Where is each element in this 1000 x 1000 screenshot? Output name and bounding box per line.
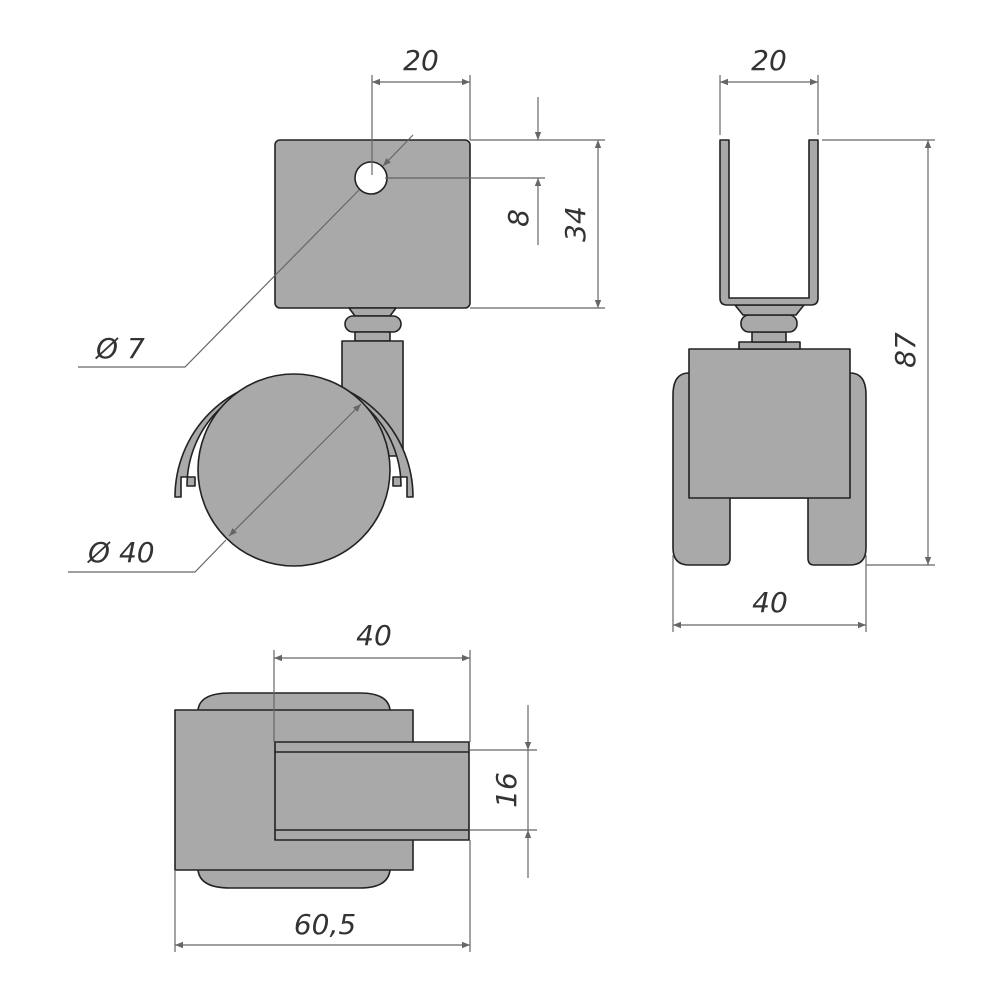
swivel-neck: [354, 331, 391, 342]
bracket-top: [274, 741, 470, 841]
dim-wheel-diameter: Ø 40: [87, 536, 155, 569]
mounting-hole: [354, 161, 388, 195]
swivel-plate: [738, 341, 801, 350]
dim-plate-height: 34: [559, 206, 592, 242]
swivel-collar-front: [740, 314, 798, 333]
dim-bracket-length: 40: [356, 619, 392, 652]
dim-total-length: 60,5: [294, 908, 356, 941]
dim-top-width: 20: [403, 44, 439, 77]
u-bracket: [719, 139, 819, 306]
fork-body: [688, 348, 851, 499]
side-view: [174, 139, 471, 567]
front-view: [672, 139, 867, 566]
dim-hole-offset: 8: [502, 209, 535, 227]
wheel: [197, 373, 391, 567]
swivel-cone-front: [734, 304, 805, 316]
top-view: [174, 692, 470, 889]
dim-total-height: 87: [889, 332, 922, 368]
dim-bracket-width-top: 16: [490, 772, 523, 808]
dim-bracket-width: 20: [751, 44, 787, 77]
swivel-neck-front: [751, 331, 787, 343]
side-dimensions: 20 8 34 Ø 7 Ø 40: [68, 44, 605, 573]
front-dimensions: 20 87 40: [672, 44, 935, 632]
swivel-collar: [344, 315, 402, 333]
dim-wheel-width: 40: [752, 586, 788, 619]
top-dimensions: 40 16 60,5: [174, 619, 537, 952]
dim-hole-diameter: Ø 7: [95, 332, 145, 365]
swivel-cone: [348, 307, 397, 317]
